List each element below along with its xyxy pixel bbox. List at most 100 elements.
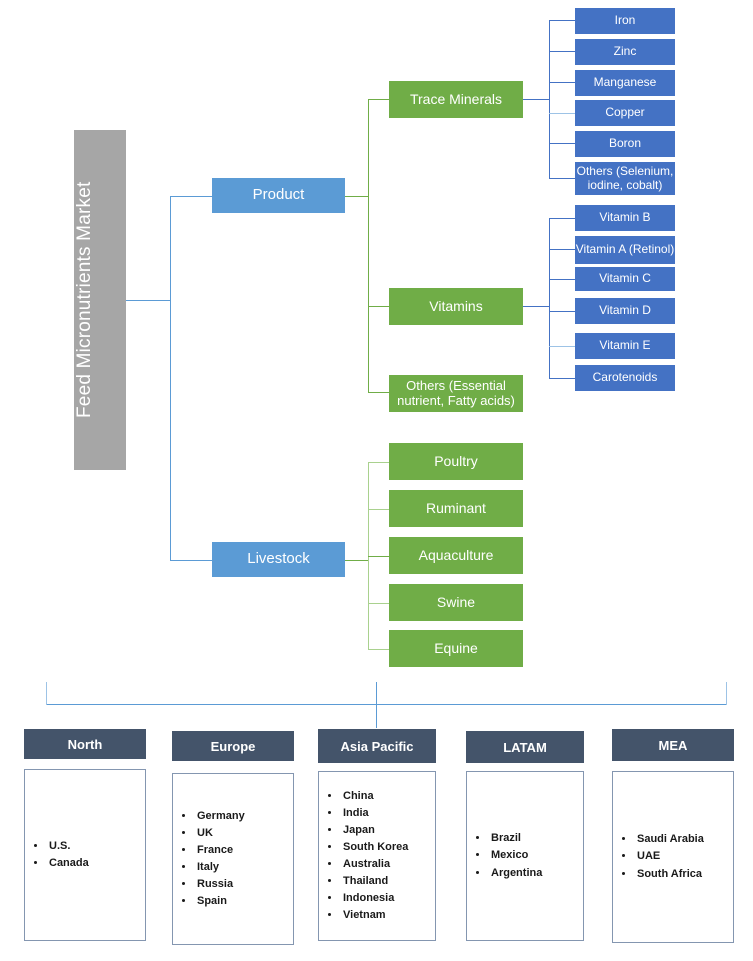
list-item: France [195,842,293,859]
node-swine: Swine [389,584,523,621]
region-list-mea: Saudi Arabia UAE South Africa [613,831,733,882]
node-ruminant: Ruminant [389,490,523,527]
connector-green-spine [368,99,369,392]
node-trace-minerals: Trace Minerals [389,81,523,118]
region-header-europe-label: Europe [210,738,256,754]
node-livestock-label: Livestock [247,550,310,568]
region-header-europe: Europe [172,731,294,761]
node-vitamin-a-retinol: Vitamin A (Retinol) [575,236,675,264]
list-item: Japan [341,822,435,839]
node-manganese: Manganese [575,70,675,96]
node-zinc-label: Zinc [613,44,637,59]
region-body-asia-pacific: China India Japan South Korea Australia … [318,771,436,941]
node-others-selenium-iodine-cobalt: Others (Selenium, iodine, cobalt) [575,162,675,195]
node-copper: Copper [575,100,675,126]
region-body-north: U.S. Canada [24,769,146,941]
list-item: UK [195,825,293,842]
connector-branch-aquaculture [368,556,389,557]
list-item: South Africa [635,866,733,883]
root-node-label: Feed Micronutrients Market [74,181,95,419]
region-body-mea: Saudi Arabia UAE South Africa [612,771,734,943]
list-item: Italy [195,859,293,876]
node-vitamins-label: Vitamins [429,297,483,314]
list-item: Saudi Arabia [635,831,733,848]
region-header-north-label: North [67,736,103,752]
connector-branch-poultry [368,462,389,463]
node-poultry: Poultry [389,443,523,480]
node-vitamin-e-label: Vitamin E [599,338,651,353]
node-vitamin-b-label: Vitamin B [599,210,651,225]
connector-spine-to-livestock [170,560,213,561]
list-item: Germany [195,808,293,825]
region-list-asia-pacific: China India Japan South Korea Australia … [319,788,435,924]
node-iron: Iron [575,8,675,34]
connector-region-bracket-stem [376,682,377,728]
node-iron-label: Iron [614,13,636,28]
connector-branch-vitamin-b [549,218,575,219]
root-node-feed-micronutrients-market: Feed Micronutrients Market [74,130,126,470]
connector-spine-to-product [170,196,213,197]
connector-livestock-spine [368,462,369,649]
node-carotenoids-label: Carotenoids [592,370,658,385]
connector-green-to-others [368,392,389,393]
region-header-latam-label: LATAM [503,739,547,755]
node-product: Product [212,178,345,213]
region-body-latam: Brazil Mexico Argentina [466,771,584,941]
region-header-north: North [24,729,146,759]
node-zinc: Zinc [575,39,675,65]
connector-region-bracket-rail [46,704,727,705]
connector-root-to-spine [126,300,171,301]
connector-spine-vertical [170,196,171,561]
connector-branch-equine [368,649,389,650]
region-list-north: U.S. Canada [25,838,145,872]
list-item: China [341,788,435,805]
node-vitamin-b: Vitamin B [575,205,675,231]
connector-vitamins-to-spine [523,306,550,307]
list-item: Australia [341,856,435,873]
connector-branch-copper [549,113,575,114]
connector-branch-iron [549,20,575,21]
node-boron-label: Boron [608,136,642,151]
connector-vitamins-spine [549,218,550,378]
node-vitamin-a-retinol-label: Vitamin A (Retinol) [575,242,675,257]
list-item: Spain [195,893,293,910]
node-product-label: Product [252,186,305,204]
list-item: Thailand [341,873,435,890]
list-item: Russia [195,876,293,893]
region-header-asia-pacific-label: Asia Pacific [340,738,414,754]
node-aquaculture-label: Aquaculture [418,546,494,563]
node-trace-minerals-label: Trace Minerals [409,90,503,107]
list-item: India [341,805,435,822]
connector-livestock-to-spine [345,560,369,561]
node-equine: Equine [389,630,523,667]
node-copper-label: Copper [605,105,645,120]
node-carotenoids: Carotenoids [575,365,675,391]
node-vitamin-e: Vitamin E [575,333,675,359]
list-item: Canada [47,855,145,872]
connector-branch-ruminant [368,509,389,510]
node-others-essential-nutrient-fatty-acids: Others (Essential nutrient, Fatty acids) [389,375,523,412]
list-item: UAE [635,848,733,865]
region-header-mea-label: MEA [658,737,688,753]
node-vitamin-d-label: Vitamin D [599,303,651,318]
connector-trace-minerals-to-spine [523,99,550,100]
node-livestock: Livestock [212,542,345,577]
node-ruminant-label: Ruminant [426,499,486,516]
connector-region-bracket-left-tick [46,682,47,705]
connector-green-to-vitamins [368,306,389,307]
node-manganese-label: Manganese [593,75,657,90]
list-item: U.S. [47,838,145,855]
region-body-europe: Germany UK France Italy Russia Spain [172,773,294,945]
list-item: Indonesia [341,890,435,907]
region-list-latam: Brazil Mexico Argentina [467,830,583,881]
region-header-latam: LATAM [466,731,584,763]
list-item: Argentina [489,865,583,882]
node-swine-label: Swine [436,593,476,610]
connector-branch-boron [549,143,575,144]
node-vitamin-c-label: Vitamin C [599,271,651,286]
connector-trace-minerals-spine [549,20,550,178]
connector-branch-vitamin-e [549,346,575,347]
connector-branch-vitamin-a [549,249,575,250]
node-others-essential-nutrient-fatty-acids-label: Others (Essential nutrient, Fatty acids) [397,377,515,408]
